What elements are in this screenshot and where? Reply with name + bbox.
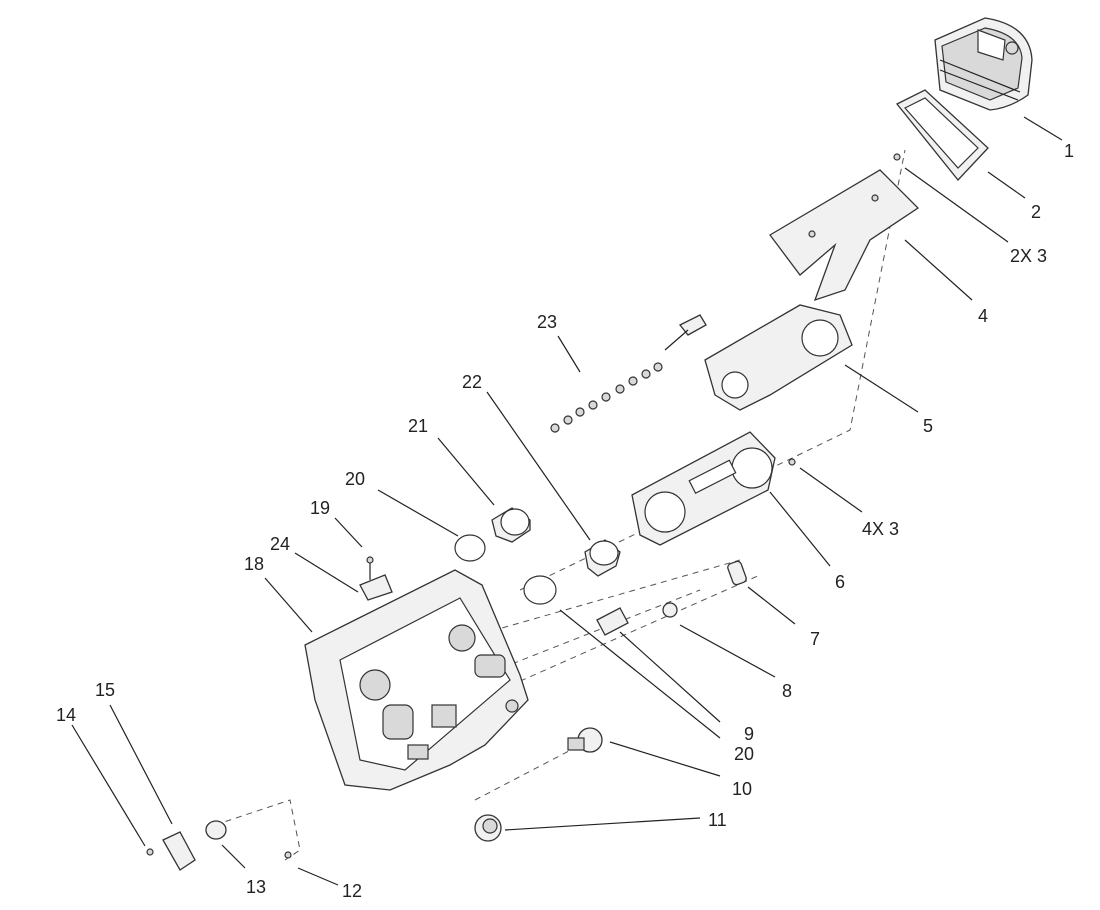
label-22: 22 <box>462 372 482 392</box>
part-13 <box>205 820 227 840</box>
part-9 <box>596 607 629 636</box>
label-12: 12 <box>342 881 362 901</box>
leader-lines <box>71 116 1063 886</box>
label-4x3: 4X 3 <box>862 519 899 539</box>
label-2x3: 2X 3 <box>1010 246 1047 266</box>
label-1: 1 <box>1064 141 1074 161</box>
label-23: 23 <box>537 312 557 332</box>
label-24: 24 <box>270 534 290 554</box>
part-10-knob <box>567 727 603 753</box>
part-labels: 1 2 2X 3 4 5 6 4X 3 7 8 9 20 10 11 12 13… <box>56 141 1074 901</box>
part-18-console <box>304 569 529 791</box>
part-7 <box>727 560 747 586</box>
label-8: 8 <box>782 681 792 701</box>
part-12 <box>284 851 292 859</box>
part-14 <box>146 848 154 856</box>
part-1-cover <box>934 17 1033 111</box>
label-2: 2 <box>1031 202 1041 222</box>
label-6: 6 <box>835 572 845 592</box>
part-20-ring-upper <box>454 534 486 562</box>
label-5: 5 <box>923 416 933 436</box>
label-21: 21 <box>408 416 428 436</box>
label-20-lower: 20 <box>734 744 754 764</box>
label-4: 4 <box>978 306 988 326</box>
label-14: 14 <box>56 705 76 725</box>
label-18: 18 <box>244 554 264 574</box>
label-13: 13 <box>246 877 266 897</box>
part-8 <box>662 602 678 618</box>
assembly-lines <box>214 149 906 861</box>
label-20-upper: 20 <box>345 469 365 489</box>
part-20-ring-lower <box>523 575 557 605</box>
part-6-panel <box>631 431 796 546</box>
label-19: 19 <box>310 498 330 518</box>
part-24-clip <box>359 574 393 601</box>
part-19-screw <box>366 556 374 580</box>
part-4-bracket <box>769 153 920 302</box>
label-10: 10 <box>732 779 752 799</box>
part-11-knob <box>474 814 502 842</box>
part-21-gauge <box>491 507 531 543</box>
label-9: 9 <box>744 724 754 744</box>
label-7: 7 <box>810 629 820 649</box>
label-15: 15 <box>95 680 115 700</box>
part-23-harness <box>550 314 707 433</box>
part-2-gasket <box>895 89 989 181</box>
part-22-gauge <box>584 539 621 577</box>
part-15 <box>162 831 196 871</box>
label-11: 11 <box>708 810 727 830</box>
part-5-plate <box>704 304 853 411</box>
